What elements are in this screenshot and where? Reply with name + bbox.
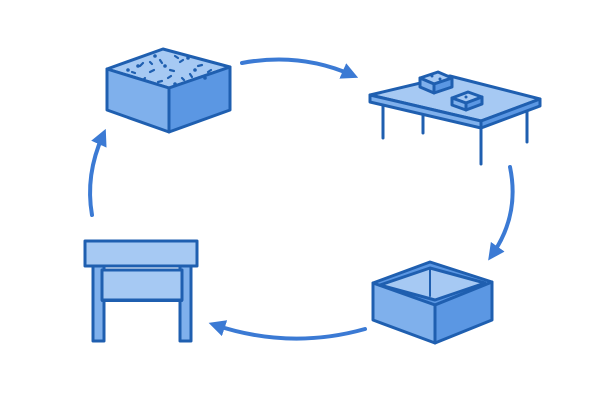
box-contents [126, 54, 213, 86]
arrow-empty-box-to-stool [208, 320, 367, 341]
table-with-items-icon [368, 70, 542, 166]
box-filled-with-items-icon [105, 47, 232, 134]
open-empty-box-icon [371, 260, 494, 345]
table-item-package-2 [450, 90, 484, 112]
arrow-filled-box-to-table [240, 57, 359, 79]
table-item-package-1 [418, 70, 454, 95]
arrow-stool-to-filled-box [88, 128, 107, 217]
stool-icon [83, 239, 199, 343]
arrow-table-to-empty-box [488, 165, 515, 261]
